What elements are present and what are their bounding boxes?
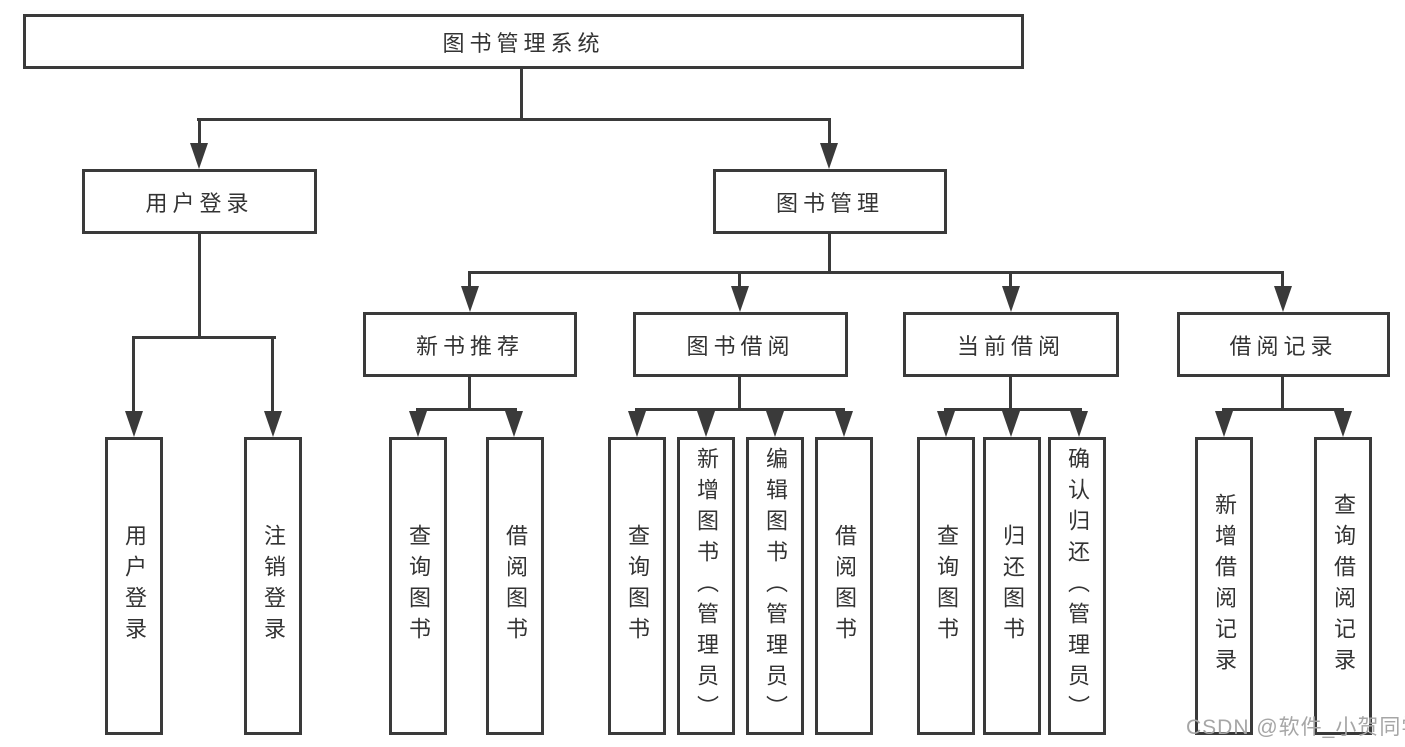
connector-book-mgmt-drop [828,118,831,146]
leaf-borrow-books: 借阅图书 [486,437,544,735]
node-new-book-recommend: 新书推荐 [363,312,577,377]
arrow-to-leaf [1070,411,1088,437]
leaf-query-books: 查询图书 [608,437,666,735]
leaf-label: 新增图书（管理员） [694,446,719,726]
leaf-label: 注销登录 [261,524,286,648]
leaf-label: 查询借阅记录 [1331,493,1356,679]
leaf-label: 查询图书 [406,524,431,648]
leaf-label: 查询图书 [934,524,959,648]
csdn-watermark: CSDN @软件_小贺同学 [1186,716,1405,739]
arrow-to-leaf [937,411,955,437]
leaf-label: 借阅图书 [832,524,857,648]
arrow-to-leaf-user-login [125,411,143,437]
node-current-borrow: 当前借阅 [903,312,1119,377]
connector-group-stem [468,375,471,410]
leaf-label: 查询图书 [625,524,650,648]
arrow-to-borrow-records [1274,286,1292,312]
node-book-borrow: 图书借阅 [633,312,848,377]
arrow-to-leaf [697,411,715,437]
arrow-to-book-mgmt [820,143,838,169]
leaf-add-books-admin: 新增图书（管理员） [677,437,735,735]
arrow-to-leaf [766,411,784,437]
connector-leaf-drop [271,336,274,414]
node-user-login-label: 用户登录 [145,190,254,216]
leaf-label: 确认归还（管理员） [1065,446,1090,726]
leaf-label: 用户登录 [122,524,147,648]
leaf-query-books: 查询图书 [389,437,447,735]
connector-user-login-stem [198,234,201,338]
arrow-to-current-borrow [1002,286,1020,312]
leaf-add-borrow-record: 新增借阅记录 [1195,437,1253,735]
node-user-login: 用户登录 [82,169,317,234]
arrow-to-new-book-recommend [461,286,479,312]
connector-level3-drop [1009,271,1012,289]
connector-level3-drop [1281,271,1284,289]
connector-group-stem [1281,375,1284,410]
leaf-confirm-return-admin: 确认归还（管理员） [1048,437,1106,735]
connector-group-bar [635,408,845,411]
node-new-book-recommend-label: 新书推荐 [415,333,524,359]
arrow-to-leaf [409,411,427,437]
node-root-label: 图书管理系统 [442,30,605,56]
connector-group-bar [944,408,1082,411]
connector-level3-drop [738,271,741,289]
connector-level2-bar [197,118,831,121]
node-root: 图书管理系统 [23,14,1024,69]
arrow-to-leaf-logout [264,411,282,437]
leaf-query-books: 查询图书 [917,437,975,735]
leaf-logout: 注销登录 [244,437,302,735]
arrow-to-leaf [1215,411,1233,437]
connector-book-mgmt-stem [828,234,831,273]
node-book-management-label: 图书管理 [775,190,884,216]
connector-group-stem [1009,375,1012,410]
leaf-return-books: 归还图书 [983,437,1041,735]
arrow-to-book-borrow [731,286,749,312]
arrow-to-leaf [1002,411,1020,437]
leaf-query-borrow-record: 查询借阅记录 [1314,437,1372,735]
node-book-management: 图书管理 [713,169,947,234]
leaf-label: 归还图书 [1000,524,1025,648]
arrow-to-leaf [835,411,853,437]
arrow-to-user-login [190,143,208,169]
connector-group-stem [738,375,741,410]
arrow-to-leaf [628,411,646,437]
connector-level3-bar [468,271,1284,274]
connector-group-bar [1222,408,1344,411]
connector-user-login-bar [132,336,276,339]
connector-level3-drop [468,271,471,289]
node-borrow-records: 借阅记录 [1177,312,1390,377]
node-borrow-records-label: 借阅记录 [1229,333,1338,359]
leaf-label: 编辑图书（管理员） [763,446,788,726]
connector-root-stem [520,69,523,118]
node-current-borrow-label: 当前借阅 [956,333,1065,359]
connector-group-bar [416,408,517,411]
leaf-label: 借阅图书 [503,524,528,648]
arrow-to-leaf [505,411,523,437]
leaf-borrow-books: 借阅图书 [815,437,873,735]
leaf-label: 新增借阅记录 [1212,493,1237,679]
node-book-borrow-label: 图书借阅 [686,333,795,359]
leaf-edit-books-admin: 编辑图书（管理员） [746,437,804,735]
arrow-to-leaf [1334,411,1352,437]
connector-leaf-drop [132,336,135,414]
leaf-user-login: 用户登录 [105,437,163,735]
connector-user-login-drop [198,118,201,146]
